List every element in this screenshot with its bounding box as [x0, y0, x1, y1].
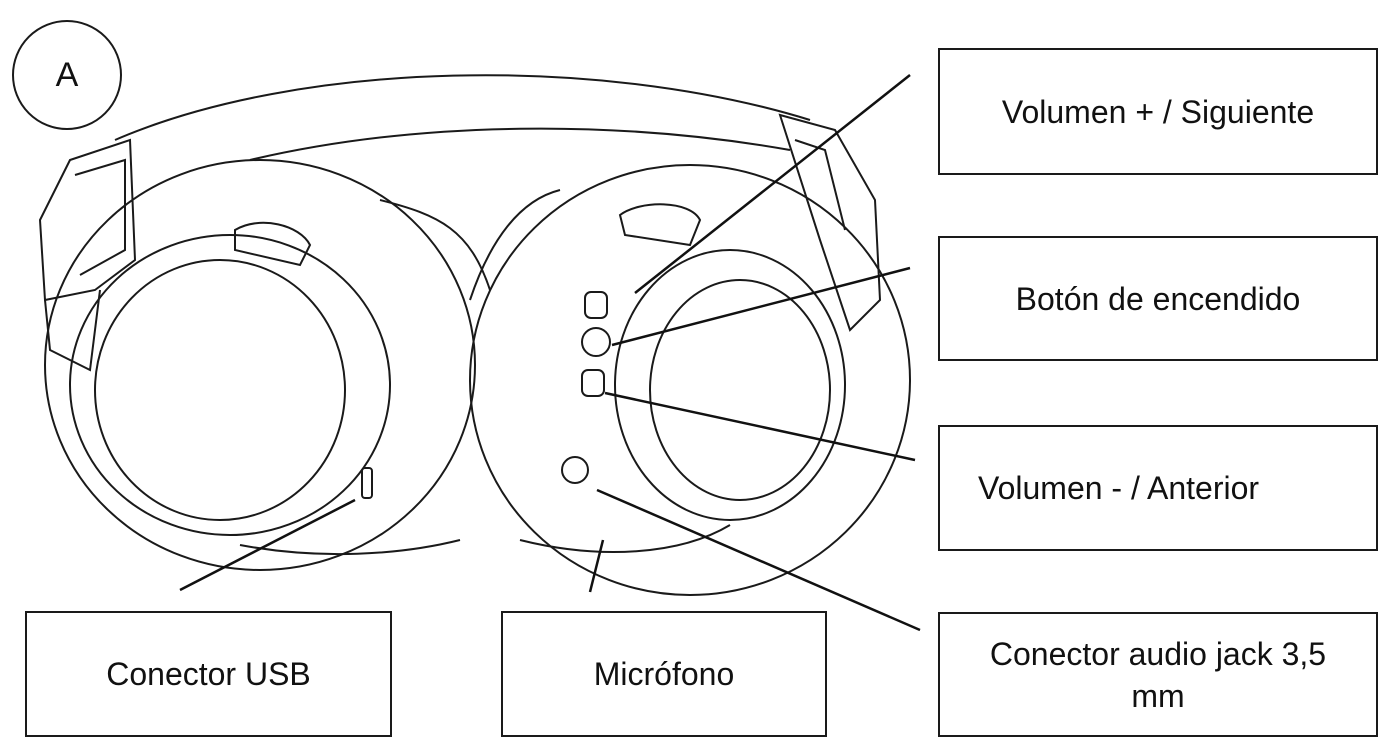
leader-volume-up — [634, 74, 911, 294]
left-yoke — [38, 138, 137, 302]
label-usb: Conector USB — [25, 611, 392, 737]
headband — [114, 74, 811, 141]
power-button — [581, 327, 611, 357]
label-volume-up: Volumen + / Siguiente — [938, 48, 1378, 175]
figure-badge: A — [12, 20, 122, 130]
right-cup-ring — [614, 249, 846, 521]
left-cup-ring — [69, 234, 391, 536]
label-audio-jack: Conector audio jack 3,5 mm — [938, 612, 1378, 737]
vol-up-button — [584, 291, 608, 319]
audio-jack — [561, 456, 589, 484]
label-power-button: Botón de encendido — [938, 236, 1378, 361]
leader-microphone — [588, 539, 605, 593]
vol-down-button — [581, 369, 605, 397]
leader-volume-down — [604, 391, 916, 462]
right-yoke — [778, 113, 882, 332]
leader-usb — [179, 498, 356, 592]
leader-audio-jack — [596, 488, 921, 632]
label-volume-down: Volumen - / Anterior — [938, 425, 1378, 551]
right-cup-plate — [649, 279, 831, 501]
right-cup-outer — [469, 164, 911, 596]
left-cup-outer — [44, 159, 476, 571]
headband-inner — [249, 127, 791, 161]
leader-power — [611, 266, 911, 347]
usb-port — [361, 467, 373, 499]
label-microphone: Micrófono — [501, 611, 827, 737]
left-cup-plate — [94, 259, 346, 521]
